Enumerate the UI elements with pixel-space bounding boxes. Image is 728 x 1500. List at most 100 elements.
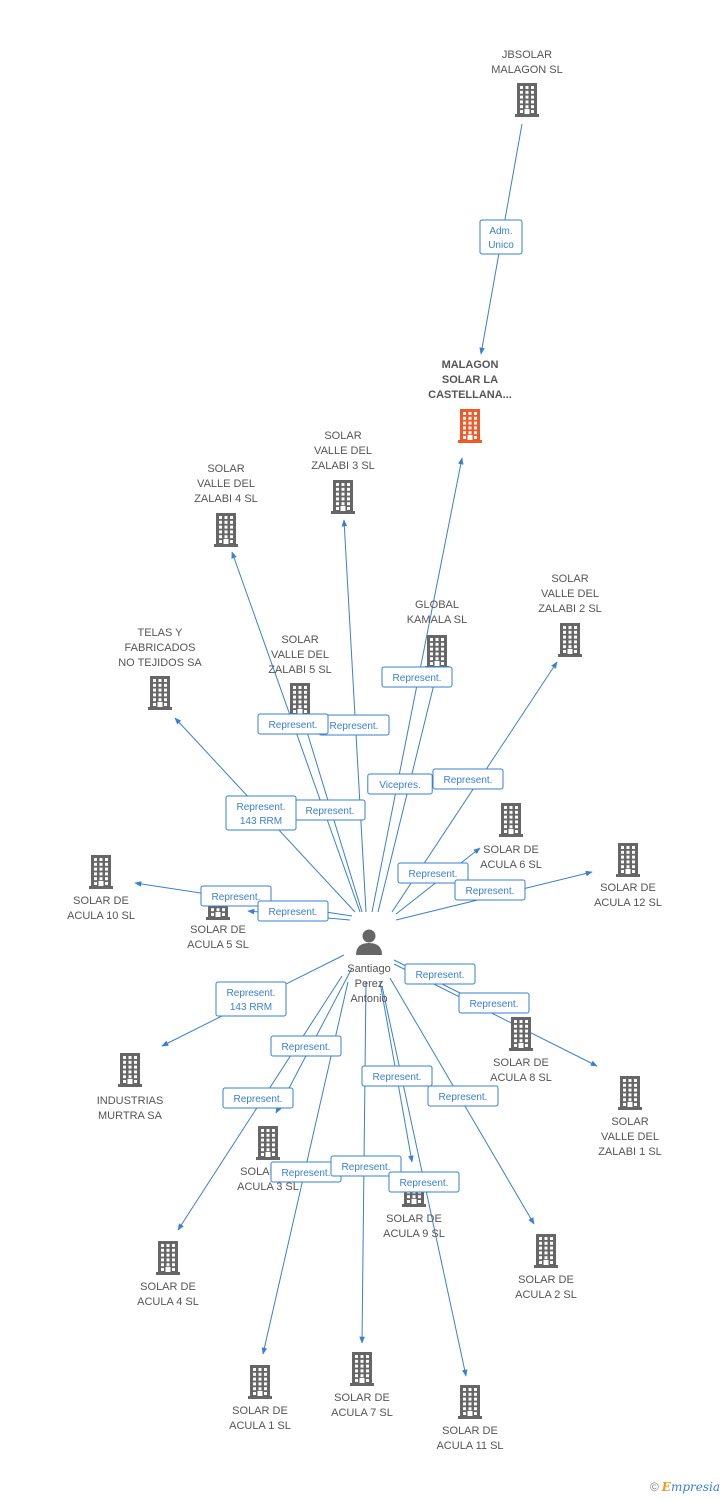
edge-label-zalabi2[interactable]: Represent. xyxy=(432,768,504,790)
node-label: ACULA 1 SL xyxy=(229,1420,291,1432)
edge-label-malagon[interactable]: Represent. xyxy=(381,666,453,688)
node-label: SOLAR xyxy=(207,463,244,475)
edge-label-text: Represent. xyxy=(409,869,458,880)
edge-label-box xyxy=(270,1035,342,1057)
building-icon xyxy=(618,1076,642,1110)
building-icon xyxy=(509,1017,533,1051)
edge-label-text: Represent. xyxy=(234,1094,283,1105)
edge-label-telas[interactable]: Represent.143 RRM xyxy=(225,795,297,831)
edge-label-box xyxy=(222,1087,294,1109)
node-label: SOLAR DE xyxy=(483,844,539,856)
building-icon xyxy=(534,1234,558,1268)
edge-label-acula8[interactable]: Represent. xyxy=(404,963,476,985)
building-icon xyxy=(156,1241,180,1275)
edge-label-acula5[interactable]: Represent. xyxy=(257,900,329,922)
edge-labels-layer: Adm.UnicoRepresent.Represent.Represent.R… xyxy=(200,219,530,1193)
edge-label-text: Represent. xyxy=(400,1178,449,1189)
edge-label-acula6[interactable]: Represent. xyxy=(397,862,469,884)
node-label: Antonio xyxy=(350,993,387,1005)
edge-label-zalabi4[interactable]: Represent. xyxy=(257,713,329,735)
building-icon xyxy=(118,1053,142,1087)
edge-label-box xyxy=(404,963,476,985)
edge-label-acula12[interactable]: Represent. xyxy=(454,879,526,901)
building-icon xyxy=(331,480,355,514)
building-icon xyxy=(214,513,238,547)
edge-label-acula2[interactable]: Represent. xyxy=(427,1085,499,1107)
edge-label-text: Represent. xyxy=(227,988,276,999)
edge-label-acula3[interactable]: Represent. xyxy=(270,1035,342,1057)
node-label: ACULA 9 SL xyxy=(383,1228,445,1240)
node-label: CASTELLANA... xyxy=(428,389,512,401)
building-icon xyxy=(616,843,640,877)
edge-label-box xyxy=(367,773,433,795)
edge-label-text: Represent. xyxy=(416,970,465,981)
edge-label-text: 143 RRM xyxy=(230,1002,272,1013)
node-label: ZALABI 1 SL xyxy=(598,1146,662,1158)
node-label: ACULA 5 SL xyxy=(187,939,249,951)
node-label: GLOBAL xyxy=(415,599,459,611)
building-icon xyxy=(458,409,482,443)
node-label: SOLAR DE xyxy=(600,882,656,894)
node-label: VALLE DEL xyxy=(314,445,372,457)
edge-label-malagon[interactable]: Adm.Unico xyxy=(479,219,523,255)
node-label: ACULA 3 SL xyxy=(237,1181,299,1193)
edge-label-box xyxy=(381,666,453,688)
edge-label-acula10[interactable]: Represent. xyxy=(200,885,272,907)
node-label: ACULA 8 SL xyxy=(490,1072,552,1084)
edge-label-text: Represent. xyxy=(342,1162,391,1173)
edge-label-acula11[interactable]: Represent. xyxy=(388,1171,460,1193)
building-icon xyxy=(89,855,113,889)
node-label: SOLAR xyxy=(611,1116,648,1128)
edge-label-box xyxy=(388,1171,460,1193)
node-label: ZALABI 5 SL xyxy=(268,664,332,676)
node-label: Santiago xyxy=(347,963,390,975)
edge-label-box xyxy=(200,885,272,907)
edge-label-box xyxy=(257,900,329,922)
edge-label-zalabi1[interactable]: Represent. xyxy=(458,992,530,1014)
node-label: ACULA 10 SL xyxy=(67,910,135,922)
node-label: SOLAR DE xyxy=(386,1213,442,1225)
node-label: NO TEJIDOS SA xyxy=(118,657,202,669)
edge-label-zalabi5[interactable]: Represent. xyxy=(294,799,366,821)
brand-initial: E xyxy=(661,1480,671,1494)
edge-label-acula7[interactable]: Represent. xyxy=(330,1155,402,1177)
node-label: SOLAR LA xyxy=(442,374,498,386)
edge-label-text: Represent. xyxy=(444,775,493,786)
node-label: SOLAR DE xyxy=(190,924,246,936)
empresia-credit[interactable]: ©Empresia xyxy=(650,1480,720,1494)
node-label: VALLE DEL xyxy=(197,478,255,490)
edge-label-global[interactable]: Vicepres. xyxy=(367,773,433,795)
building-icon xyxy=(458,1385,482,1419)
edge-label-acula9[interactable]: Represent. xyxy=(361,1065,433,1087)
edge-label-zalabi3[interactable]: Represent. xyxy=(318,714,390,736)
node-label: SOLAR DE xyxy=(140,1281,196,1293)
edge-label-box xyxy=(361,1065,433,1087)
node-label: SOLAR DE xyxy=(334,1392,390,1404)
edge-label-box xyxy=(225,795,297,831)
edge-label-acula4[interactable]: Represent. xyxy=(222,1087,294,1109)
building-icon xyxy=(288,683,312,717)
edge-label-industrias[interactable]: Represent. 143 RRM xyxy=(215,981,287,1017)
node-label: SOLAR xyxy=(281,634,318,646)
